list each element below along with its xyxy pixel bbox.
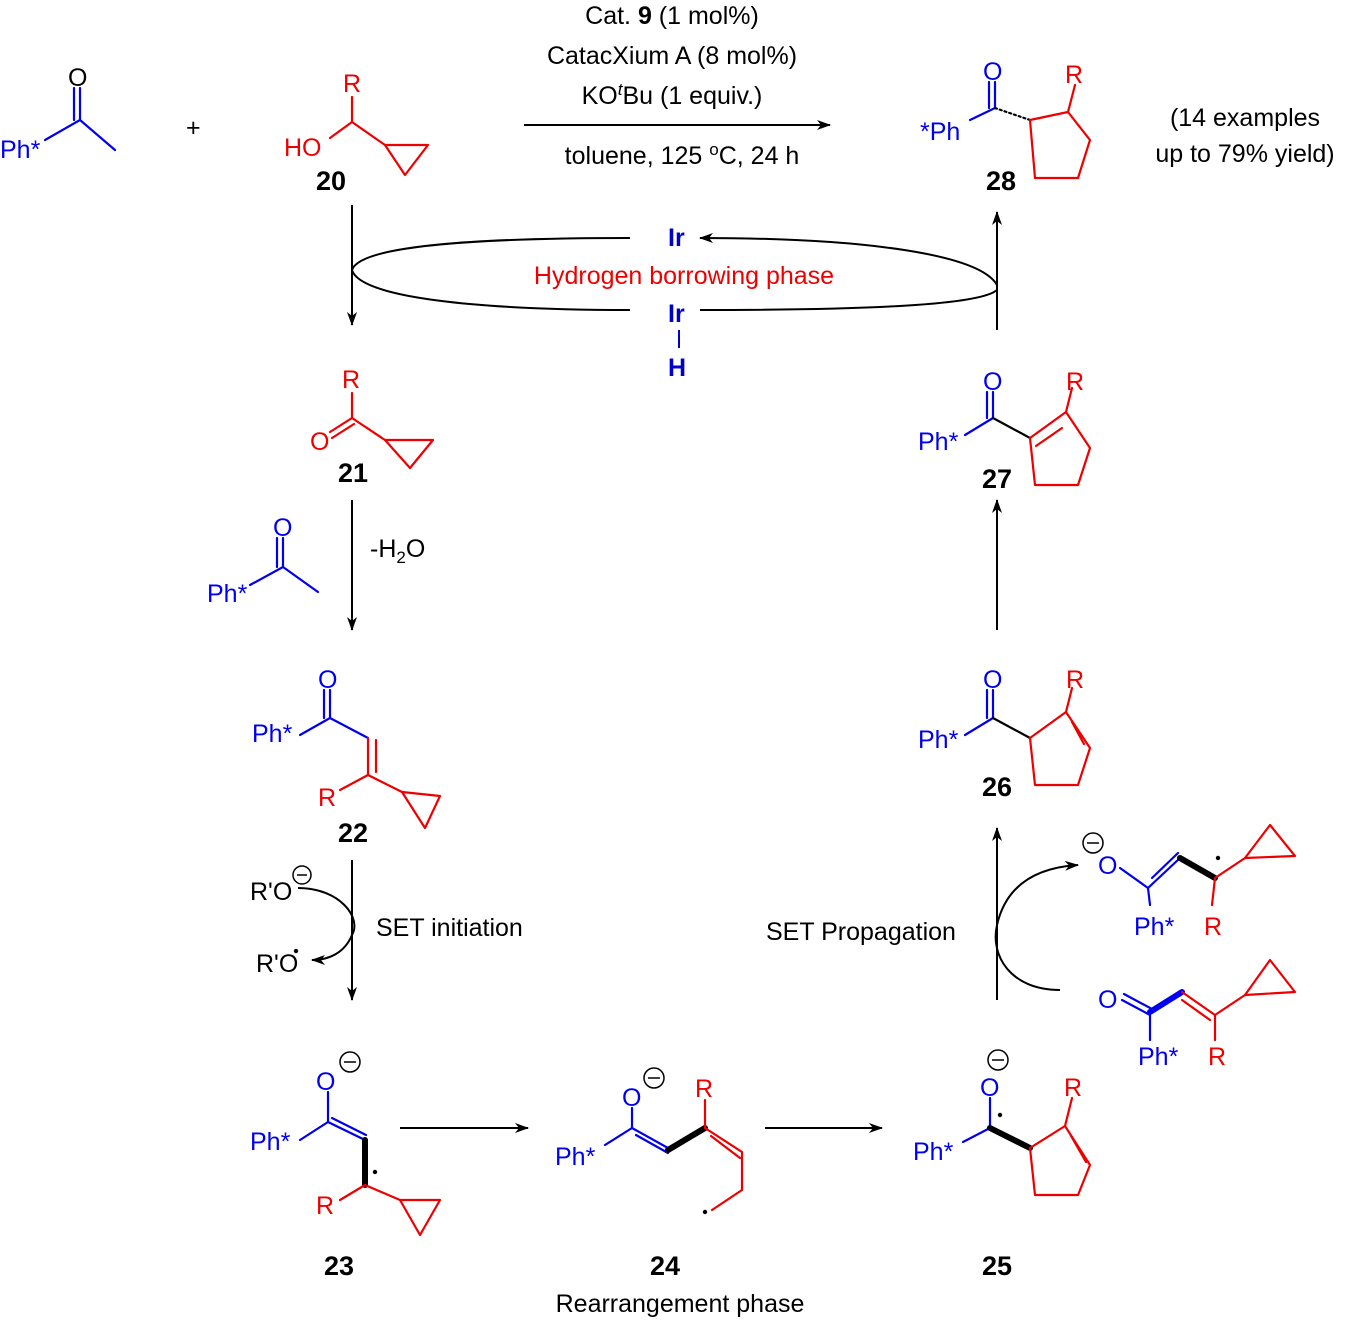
ph-star-label: Ph* — [555, 1143, 596, 1171]
oxygen-label: O — [1098, 852, 1117, 880]
carbonyl-oxygen: O — [983, 58, 1002, 86]
alkoxy-radical-label: R'O — [256, 950, 298, 978]
compound-21-cyclopropyl-ketone: R O 21 — [310, 366, 435, 488]
cycle-upper-left-arc — [351, 237, 631, 271]
radical-dot — [702, 1209, 708, 1215]
carbonyl-oxygen: O — [310, 428, 329, 456]
compound-25-cyclopentenyl-ketyl: O Ph* R 25 — [913, 1049, 1092, 1281]
set-propagation-cycle: SET Propagation — [766, 860, 1079, 991]
iridium-catalyst: Ir — [668, 224, 685, 252]
dehydration-label: -H2O — [370, 535, 425, 567]
electron-transfer-arrow — [994, 860, 1079, 991]
compound-24-ring-opened-radical: O Ph* R 24 — [555, 1067, 744, 1281]
compound-23-ketyl-radical-anion: O Ph* R 23 — [250, 1051, 442, 1281]
set-initiation-curve: R'O R'O SET initiation — [250, 865, 523, 978]
negative-charge-icon — [643, 1067, 665, 1089]
compound-number-25: 25 — [982, 1251, 1012, 1281]
solvent-temperature-time: toluene, 125 oC, 24 h — [565, 140, 800, 170]
r-group-label: R — [1204, 913, 1222, 941]
hydride-h: H — [668, 354, 686, 382]
negative-charge-icon — [292, 865, 312, 885]
r-group-label: R — [1208, 1043, 1226, 1071]
compound-26-cyclopentenyl-ketone: O Ph* R 26 — [918, 666, 1092, 802]
compound-number-27: 27 — [982, 464, 1012, 494]
scope-note-line-2: up to 79% yield) — [1155, 140, 1334, 168]
compound-number-20: 20 — [316, 166, 346, 196]
r-group-label: R — [343, 70, 361, 98]
compound-number-24: 24 — [650, 1251, 680, 1281]
hydroxyl-label: HO — [284, 134, 322, 162]
compound-22-enone: O Ph* R 22 — [252, 666, 442, 848]
hydrogen-borrowing-phase-label: Hydrogen borrowing phase — [534, 262, 834, 290]
ph-star-label: Ph* — [918, 726, 959, 754]
ph-star-label: Ph* — [250, 1128, 291, 1156]
hydrogen-borrowing-cycle: Ir Ir H Hydrogen borrowing phase — [351, 224, 998, 382]
radical-dot — [293, 948, 299, 954]
ph-star-label: Ph* — [0, 136, 41, 164]
r-group-label: R — [1066, 666, 1084, 694]
r-group-label: R — [695, 1075, 713, 1103]
ph-star-label: Ph* — [207, 580, 248, 608]
star-ph-label: *Ph — [920, 118, 960, 146]
compound-20-cyclopropyl-carbinol: R HO 20 — [284, 70, 430, 196]
aryl-methyl-ketone-coreactant: O Ph* — [207, 514, 320, 608]
reaction-conditions: Cat. 9 (1 mol%) CatacXium A (8 mol%) KOt… — [524, 2, 831, 170]
base-loading: KOtBu (1 equiv.) — [582, 80, 763, 110]
catalyst-loading: Cat. 9 (1 mol%) — [585, 2, 759, 30]
ph-star-label: Ph* — [913, 1138, 954, 1166]
r-group-label: R — [316, 1192, 334, 1220]
compound-number-23: 23 — [324, 1251, 354, 1281]
oxygen-label: O — [980, 1074, 999, 1102]
electron-transfer-arrow — [297, 887, 356, 965]
propagation-enone-substrate: O Ph* R — [1098, 958, 1297, 1071]
ph-star-label: Ph* — [1134, 913, 1175, 941]
cycle-lower-left-arc — [351, 269, 631, 311]
compound-number-21: 21 — [338, 458, 368, 488]
radical-dot — [997, 1112, 1003, 1118]
r-group-label: R — [318, 784, 336, 812]
cycle-lower-right-arc — [699, 289, 998, 311]
compound-number-22: 22 — [338, 818, 368, 848]
r-group-label: R — [1065, 61, 1083, 89]
carbonyl-oxygen: O — [318, 666, 337, 694]
alkoxide-label: R'O — [250, 878, 292, 906]
r-group-label: R — [1064, 1074, 1082, 1102]
negative-charge-icon — [987, 1049, 1009, 1071]
set-initiation-label: SET initiation — [376, 914, 523, 942]
ph-star-label: Ph* — [918, 428, 959, 456]
ph-star-label: Ph* — [1138, 1043, 1179, 1071]
rearrangement-phase-label: Rearrangement phase — [556, 1290, 805, 1318]
compound-28-cyclopentyl-ketone: O *Ph R 28 — [920, 58, 1092, 196]
plus-sign: + — [186, 114, 201, 142]
r-group-label: R — [342, 366, 360, 394]
propagation-ketyl-radical-anion: O Ph* R — [1082, 823, 1297, 941]
negative-charge-icon — [1082, 832, 1104, 854]
radical-dot — [1215, 855, 1221, 861]
carbonyl-oxygen: O — [1098, 986, 1117, 1014]
aryl-methyl-ketone-reactant: O Ph* — [0, 64, 117, 164]
negative-charge-icon — [339, 1051, 361, 1073]
radical-dot — [372, 1169, 378, 1175]
compound-number-26: 26 — [982, 772, 1012, 802]
scope-note-line-1: (14 examples — [1170, 104, 1320, 132]
arrow-to-ir — [699, 233, 998, 286]
r-group-label: R — [1066, 368, 1084, 396]
ph-star-label: Ph* — [252, 720, 293, 748]
oxygen-label: O — [316, 1068, 335, 1096]
carbonyl-oxygen: O — [983, 368, 1002, 396]
ligand-loading: CatacXium A (8 mol%) — [547, 42, 797, 70]
oxygen-label: O — [622, 1084, 641, 1112]
iridium-hydride: Ir — [668, 300, 685, 328]
carbonyl-oxygen: O — [983, 666, 1002, 694]
compound-27-conjugated-cyclopentenone: O Ph* R 27 — [918, 368, 1092, 494]
carbonyl-oxygen: O — [273, 514, 292, 542]
compound-number-28: 28 — [986, 166, 1016, 196]
carbonyl-oxygen: O — [68, 64, 87, 92]
set-propagation-label: SET Propagation — [766, 918, 956, 946]
